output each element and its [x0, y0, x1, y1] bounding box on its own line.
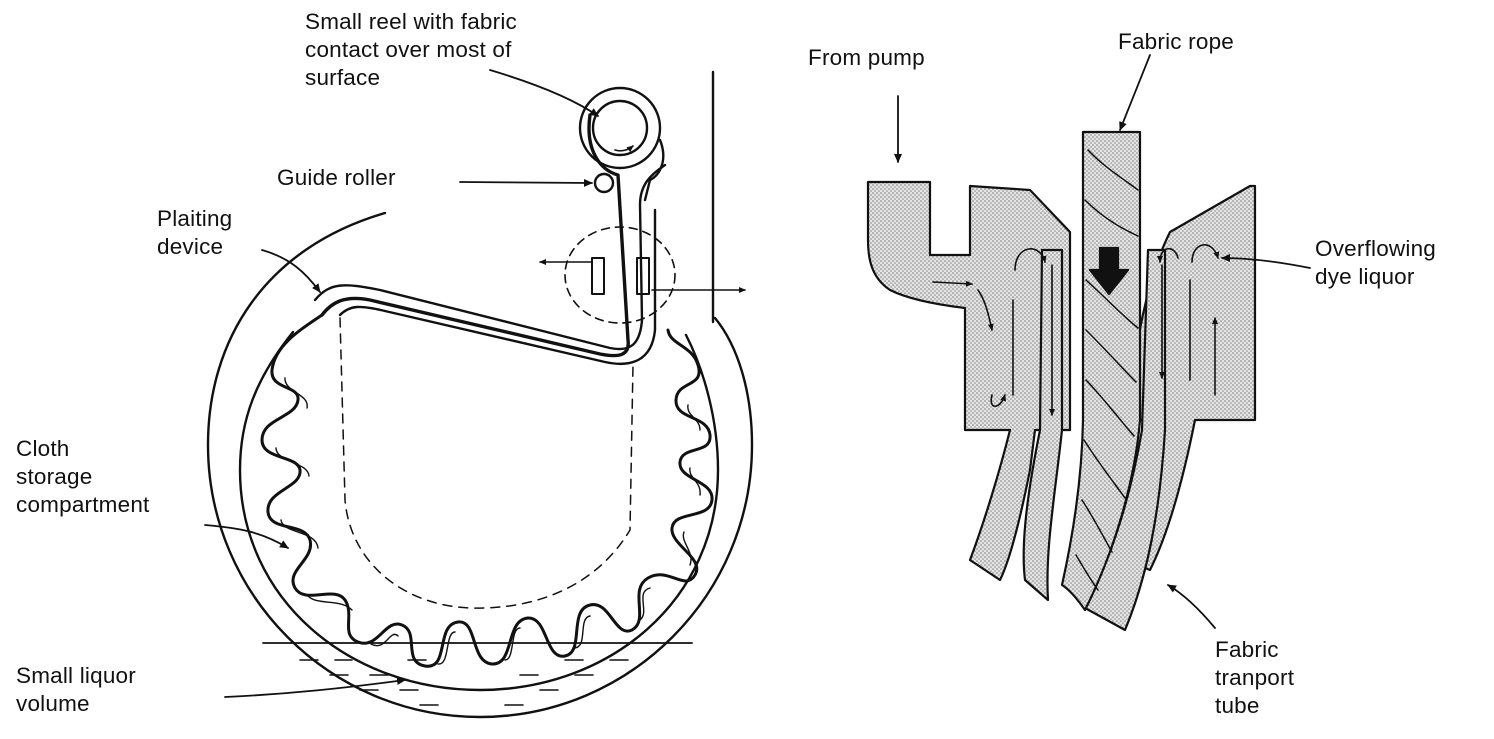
- leader-fabric-rope: [1120, 55, 1150, 130]
- vessel-outer-wall: [208, 213, 752, 717]
- reel-inner: [593, 101, 647, 155]
- label-plaiting-device: Plaiting device: [157, 205, 232, 261]
- label-line: Cloth: [16, 435, 150, 463]
- label-line: Guide roller: [277, 164, 396, 192]
- leader-guide-roller: [460, 182, 592, 183]
- label-line: From pump: [808, 44, 925, 72]
- label-guide-roller: Guide roller: [277, 164, 396, 192]
- label-line: volume: [16, 690, 136, 718]
- nozzle-detail-circle: [565, 227, 675, 323]
- label-fabric-transport-tube: Fabric tranport tube: [1215, 636, 1294, 720]
- label-fabric-rope: Fabric rope: [1118, 28, 1234, 56]
- label-line: tranport: [1215, 664, 1294, 692]
- transport-tube-outer: [315, 165, 665, 349]
- dashed-storage-boundary: [340, 318, 633, 608]
- label-small-reel: Small reel with fabric contact over most…: [305, 8, 517, 92]
- leader-cloth-storage: [205, 525, 288, 548]
- label-line: dye liquor: [1315, 263, 1436, 291]
- leader-liquor: [225, 680, 405, 697]
- plaited-fabric-folds-inner: [276, 378, 700, 664]
- label-line: tube: [1215, 692, 1294, 720]
- transport-tube-inner: [340, 210, 655, 364]
- label-cloth-storage: Cloth storage compartment: [16, 435, 150, 519]
- reel-rotation-arrow: [615, 146, 633, 151]
- nozzle-left: [592, 258, 604, 294]
- label-overflowing-dye-liquor: Overflowing dye liquor: [1315, 235, 1436, 291]
- label-from-pump: From pump: [808, 44, 925, 72]
- label-line: Fabric rope: [1118, 28, 1234, 56]
- plaited-fabric-folds: [262, 315, 712, 666]
- overflow-nozzle-diagram: [868, 55, 1310, 630]
- vessel-inner-wall: [240, 332, 718, 690]
- label-line: Small reel with fabric: [305, 8, 517, 36]
- nozzle-right: [637, 258, 649, 294]
- guide-roller: [595, 174, 613, 192]
- label-line: surface: [305, 64, 517, 92]
- leader-plaiting: [262, 250, 320, 292]
- label-line: Plaiting: [157, 205, 232, 233]
- fabric-rope-path: [322, 115, 628, 356]
- label-line: device: [157, 233, 232, 261]
- label-line: contact over most of: [305, 36, 517, 64]
- label-line: storage: [16, 463, 150, 491]
- label-line: Fabric: [1215, 636, 1294, 664]
- label-small-liquor: Small liquor volume: [16, 662, 136, 718]
- label-line: compartment: [16, 491, 150, 519]
- label-line: Overflowing: [1315, 235, 1436, 263]
- label-line: Small liquor: [16, 662, 136, 690]
- leader-transport-tube: [1168, 585, 1215, 628]
